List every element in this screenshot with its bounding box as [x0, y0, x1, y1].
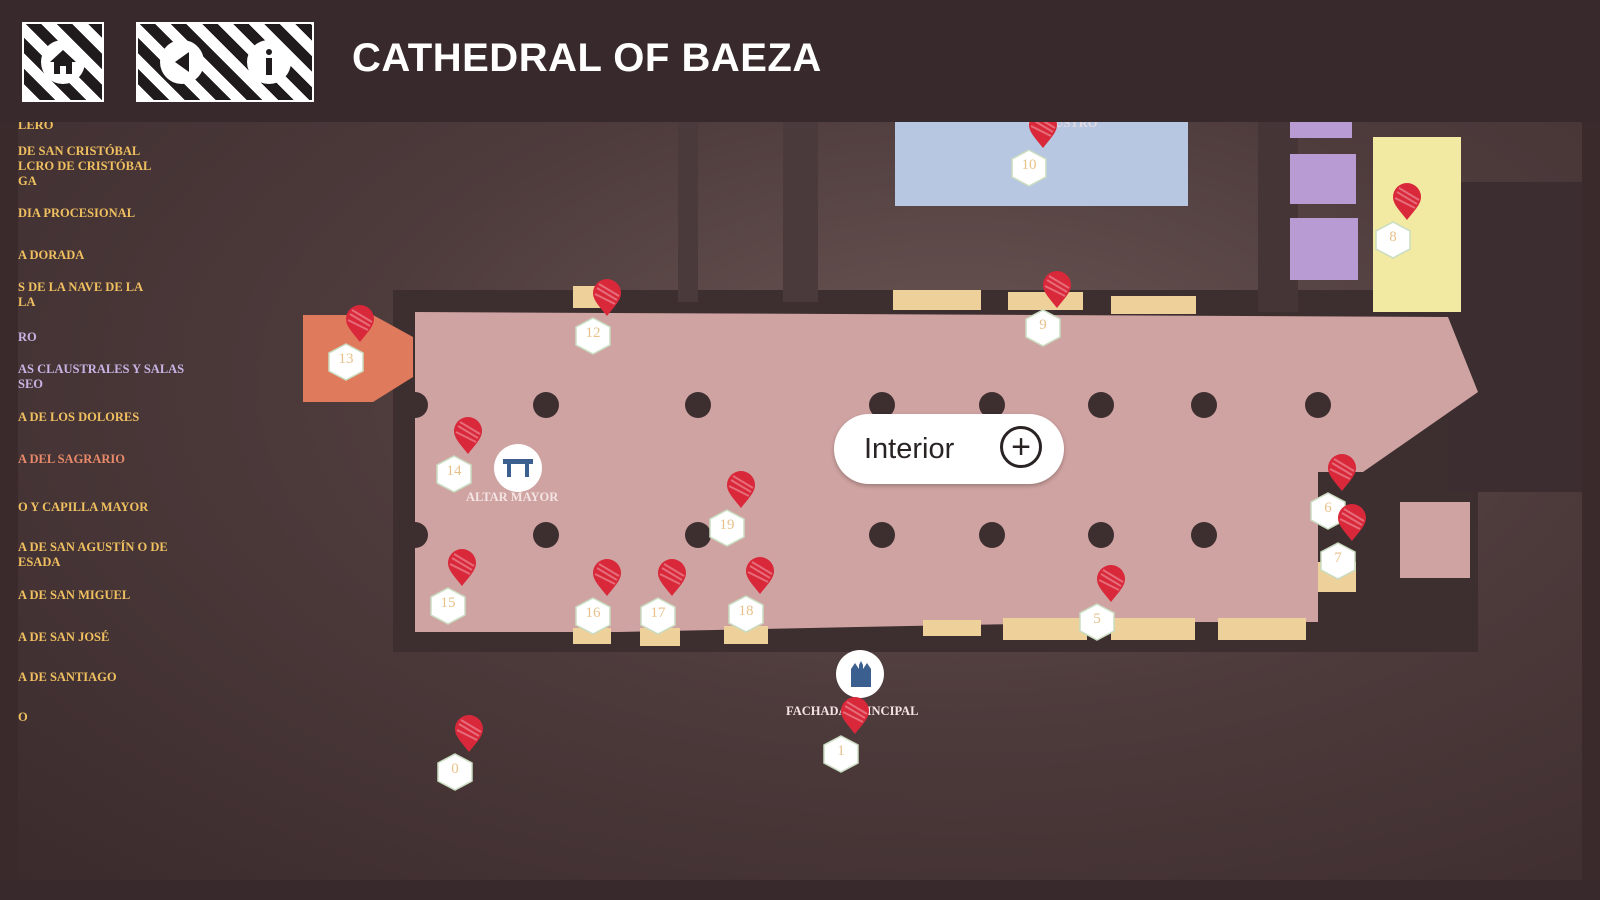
hexagon-icon [575, 317, 611, 355]
hexagon-icon [1375, 221, 1411, 259]
hexagon-icon [709, 509, 745, 547]
poi-marker[interactable]: 14 [434, 417, 482, 493]
map-pin-icon [841, 697, 869, 734]
poi-number: 16 [585, 605, 601, 621]
poi-marker[interactable]: 6 [1308, 454, 1356, 530]
map-pin-icon [593, 559, 621, 596]
sidebar-item[interactable]: S DE LA NAVE DE LA LA [18, 280, 144, 309]
map-pin-icon [448, 549, 476, 586]
map-pin-icon [1328, 454, 1356, 491]
map-pin-icon [593, 279, 621, 316]
header-bar: CATHEDRAL OF BAEZA [0, 0, 1600, 122]
back-icon[interactable] [159, 40, 204, 84]
sidebar-item[interactable]: A DEL SAGRARIO [18, 452, 125, 466]
hexagon-icon [437, 753, 473, 791]
poi-number: 7 [1334, 550, 1342, 566]
poi-marker[interactable]: 18 [726, 557, 774, 633]
info-icon[interactable] [246, 40, 291, 84]
poi-marker[interactable]: 0 [435, 715, 483, 791]
sidebar-item[interactable]: A DE SAN AGUSTÍN O DE ESADA [18, 540, 168, 569]
sidebar-item[interactable]: DIA PROCESIONAL [18, 206, 136, 220]
hexagon-icon [436, 455, 472, 493]
footer-band [0, 880, 1600, 900]
poi-marker[interactable]: 8 [1373, 183, 1421, 259]
sidebar-item[interactable]: O [18, 710, 28, 724]
poi-marker[interactable]: 5 [1077, 565, 1125, 641]
poi-marker[interactable]: 1 [821, 697, 869, 773]
poi-number: 19 [719, 517, 735, 533]
pillars [402, 392, 1331, 548]
floor-plan [303, 122, 1582, 652]
poi-marker[interactable]: 9 [1023, 271, 1071, 347]
home-icon [41, 40, 85, 84]
map-pin-icon [1097, 565, 1125, 602]
sidebar-item[interactable]: A DE LOS DOLORES [18, 410, 140, 424]
hexagon-icon [728, 595, 764, 633]
home-button[interactable] [22, 22, 104, 102]
cloister-label: CLAUSTRO [1028, 122, 1098, 130]
poi-number: 17 [650, 605, 666, 621]
map-pin-icon [346, 305, 374, 342]
sidebar-item[interactable]: RO [18, 330, 37, 344]
cathedral-map[interactable]: LERO DE SAN CRISTÓBAL LCRO DE CRISTÓBAL … [18, 122, 1582, 880]
poi-marker[interactable]: 16 [573, 559, 621, 635]
facade-icon[interactable] [836, 650, 884, 698]
poi-number: 6 [1324, 500, 1332, 516]
hexagon-icon [1025, 309, 1061, 347]
map-pin-icon [1043, 271, 1071, 308]
poi-number: 1 [837, 743, 845, 759]
poi-number: 14 [446, 463, 462, 479]
interior-button[interactable]: Interior + [834, 414, 1064, 484]
sidebar-item[interactable]: LERO [18, 122, 54, 132]
hexagon-icon [823, 735, 859, 773]
map-pin-icon [658, 559, 686, 596]
map-pin-icon [746, 557, 774, 594]
hexagon-icon [575, 597, 611, 635]
poi-number: 10 [1021, 157, 1037, 173]
poi-number: 18 [738, 603, 754, 619]
sidebar-item[interactable]: DE SAN CRISTÓBAL LCRO DE CRISTÓBAL GA [18, 144, 152, 188]
sidebar-item[interactable]: A DE SANTIAGO [18, 670, 117, 684]
hexagon-icon [430, 587, 466, 625]
nav-button-group [136, 22, 314, 102]
poi-number: 12 [585, 325, 601, 341]
poi-number: 5 [1093, 611, 1101, 627]
sidebar-item[interactable]: AS CLAUSTRALES Y SALAS SEO [18, 362, 185, 391]
hexagon-icon [1310, 492, 1346, 530]
sidebar-item[interactable]: A DE SAN MIGUEL [18, 588, 131, 602]
interior-label: Interior [864, 432, 955, 465]
page-title: CATHEDRAL OF BAEZA [352, 36, 822, 80]
poi-number: 8 [1389, 229, 1397, 245]
poi-marker[interactable]: 13 [326, 305, 374, 381]
map-pin-icon [1393, 183, 1421, 220]
poi-number: 0 [451, 761, 459, 777]
poi-marker[interactable]: 17 [638, 559, 686, 635]
poi-number: 15 [440, 595, 456, 611]
sidebar-item[interactable]: A DE SAN JOSÉ [18, 630, 110, 644]
sidebar-item[interactable]: O Y CAPILLA MAYOR [18, 500, 149, 514]
hexagon-icon [1011, 149, 1047, 187]
plus-icon: + [1000, 426, 1042, 468]
poi-marker[interactable]: 10 [1009, 122, 1057, 187]
map-pin-icon [727, 471, 755, 508]
altar-label: ALTAR MAYOR [466, 490, 559, 504]
poi-marker[interactable]: 15 [428, 549, 476, 625]
poi-number: 9 [1039, 317, 1047, 333]
poi-marker[interactable]: 19 [707, 471, 755, 547]
hexagon-icon [328, 343, 364, 381]
hexagon-icon [1079, 603, 1115, 641]
poi-marker[interactable]: 7 [1318, 504, 1366, 580]
map-pin-icon [1338, 504, 1366, 541]
altar-icon[interactable] [494, 444, 542, 492]
map-pin-icon [455, 715, 483, 752]
hexagon-icon [640, 597, 676, 635]
poi-marker[interactable]: 12 [573, 279, 621, 355]
poi-number: 13 [338, 351, 354, 367]
sidebar-item[interactable]: A DORADA [18, 248, 85, 262]
hexagon-icon [1320, 542, 1356, 580]
map-pin-icon [454, 417, 482, 454]
